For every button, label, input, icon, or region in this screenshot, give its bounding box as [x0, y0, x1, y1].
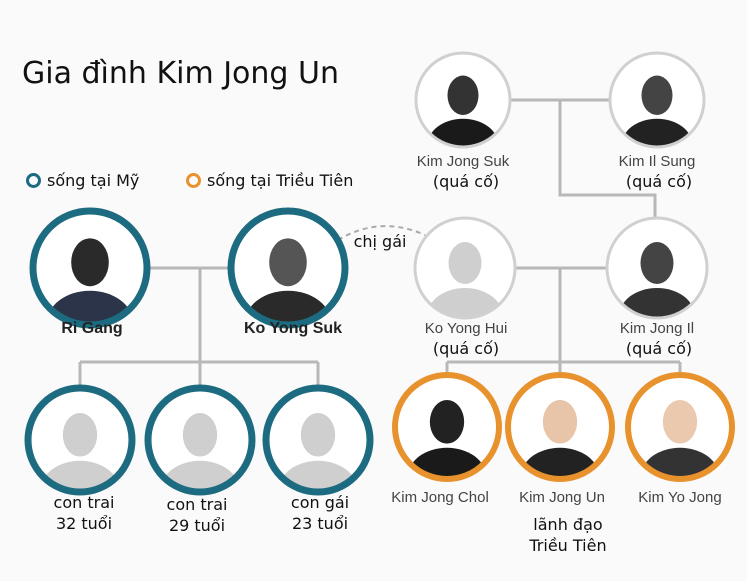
name-kim-yo-jong: Kim Yo Jong	[638, 489, 722, 506]
legend-usa: sống tại Mỹ	[26, 171, 139, 190]
name-kim-jong-suk: Kim Jong Suk	[416, 153, 510, 170]
portrait-ri-gang	[29, 207, 151, 329]
portrait-daughter	[262, 384, 374, 496]
portrait-son-1	[24, 384, 136, 496]
name-ri-gang: Ri Gang	[61, 320, 123, 337]
name-ko-yong-suk: Ko Yong Suk	[243, 320, 343, 337]
name-kim-jong-il: Kim Jong Il	[619, 320, 695, 337]
note: (quá cố)	[432, 339, 500, 358]
note: (quá cố)	[432, 172, 500, 191]
name-kim-jong-un: Kim Jong Un	[519, 489, 605, 506]
name-kim-il-sung: Kim Il Sung	[618, 153, 696, 170]
name-kim-jong-chol: Kim Jong Chol	[391, 489, 489, 506]
name-ko-yong-hui: Ko Yong Hui	[424, 320, 508, 337]
portrait-son-2	[144, 384, 256, 496]
portrait-ko-yong-suk	[227, 207, 349, 329]
portrait-kim-jong-un	[505, 372, 615, 482]
portrait-ko-yong-hui	[413, 216, 517, 320]
portrait-kim-il-sung	[608, 51, 706, 149]
note: (quá cố)	[625, 339, 693, 358]
note: (quá cố)	[625, 172, 693, 191]
teal-ring-icon	[26, 173, 41, 188]
portrait-kim-jong-suk	[414, 51, 512, 149]
orange-ring-icon	[186, 173, 201, 188]
portrait-kim-jong-il	[605, 216, 709, 320]
page-title: Gia đình Kim Jong Un	[22, 56, 339, 91]
portrait-kim-yo-jong	[625, 372, 735, 482]
sister-dashed-link	[337, 225, 426, 241]
legend-north-korea: sống tại Triều Tiên	[186, 171, 353, 190]
relation-label: chị gái	[353, 232, 407, 251]
portrait-kim-jong-chol	[392, 372, 502, 482]
